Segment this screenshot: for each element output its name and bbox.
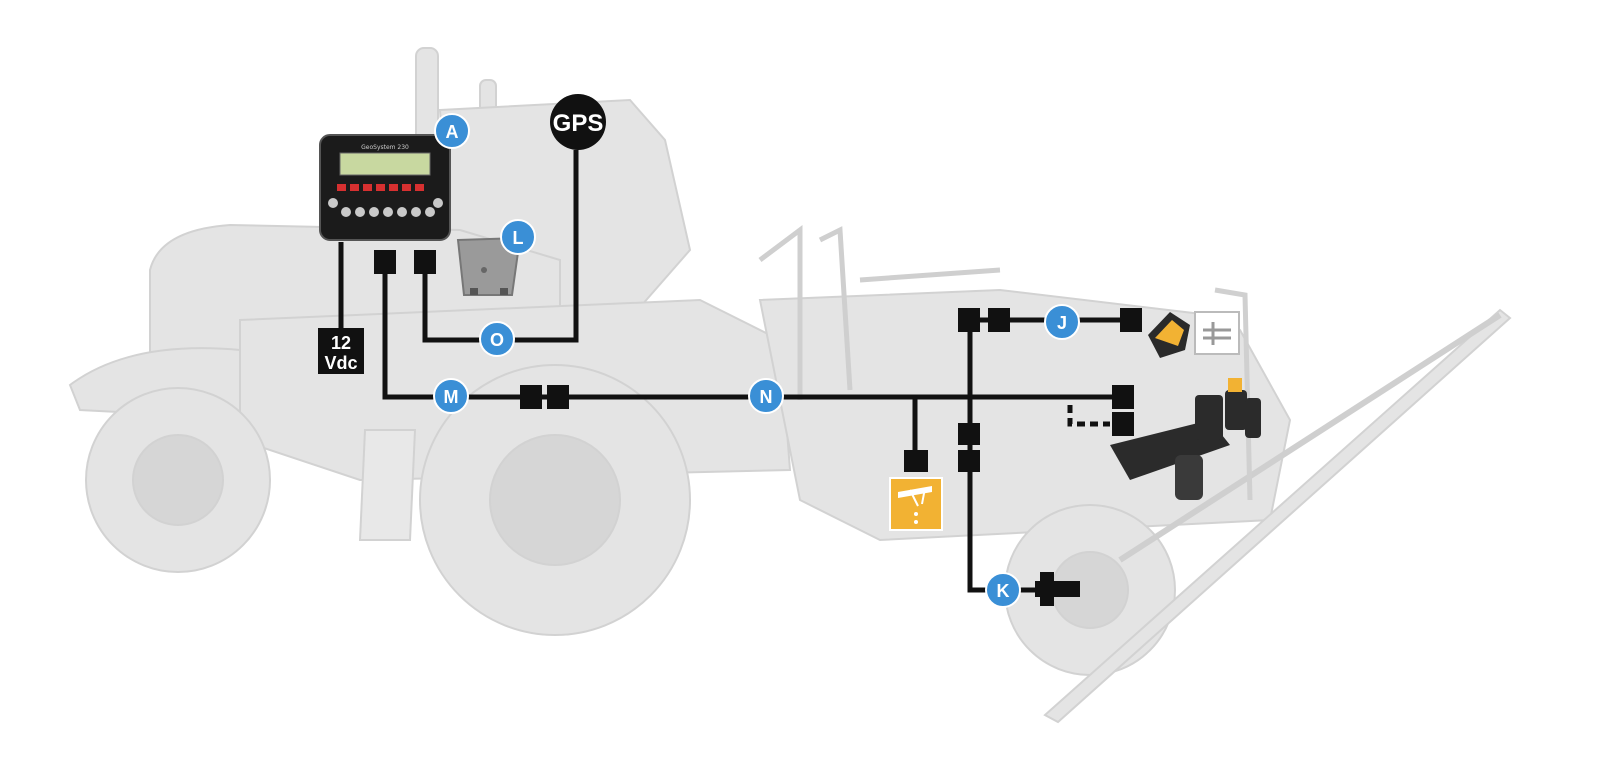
connector-k-1 <box>958 423 980 445</box>
connector-j-2 <box>988 308 1010 332</box>
badge-n: N <box>748 378 784 414</box>
power-supply: 12 Vdc <box>318 328 364 374</box>
connectors <box>374 250 1142 472</box>
badge-m: M <box>433 378 469 414</box>
badge-l: L <box>500 219 536 255</box>
power-line1: 12 <box>331 333 351 353</box>
tractor-silhouette <box>68 47 792 636</box>
svg-text:J: J <box>1057 313 1067 333</box>
valve-actuator <box>1148 312 1190 358</box>
svg-text:A: A <box>446 122 459 142</box>
power-line2: Vdc <box>324 353 357 373</box>
speed-sensor <box>1035 572 1080 606</box>
connector-console-m <box>374 250 396 274</box>
connector-j-3 <box>1120 308 1142 332</box>
svg-text:K: K <box>997 581 1010 601</box>
connector-m-2 <box>547 385 569 409</box>
connector-section <box>904 450 928 472</box>
badge-k: K <box>985 572 1021 608</box>
connector-m-1 <box>520 385 542 409</box>
connector-n-2 <box>1112 412 1134 436</box>
svg-text:O: O <box>490 330 504 350</box>
connector-console-o <box>414 250 436 274</box>
svg-text:L: L <box>513 228 524 248</box>
control-valve-assembly <box>1110 378 1261 500</box>
console-switches <box>328 198 443 217</box>
badge-o: O <box>479 321 515 357</box>
console-title: GeoSystem 230 <box>361 144 409 151</box>
pressure-sensor <box>1194 311 1240 355</box>
connector-j-1 <box>958 308 980 332</box>
badge-a: A <box>434 113 470 149</box>
svg-text:N: N <box>760 387 773 407</box>
gps-antenna: GPS <box>550 94 606 150</box>
badges: A L O M N J K <box>433 113 1080 608</box>
connector-k-2 <box>958 450 980 472</box>
console-unit: GeoSystem 230 <box>319 134 451 241</box>
connector-n-1 <box>1112 385 1134 409</box>
badge-j: J <box>1044 304 1080 340</box>
sprayer-section-icon <box>889 477 943 531</box>
gps-label: GPS <box>553 110 604 137</box>
console-display <box>339 152 431 176</box>
display-bracket <box>456 236 522 296</box>
svg-text:M: M <box>444 387 459 407</box>
console-section-buttons <box>337 184 424 191</box>
